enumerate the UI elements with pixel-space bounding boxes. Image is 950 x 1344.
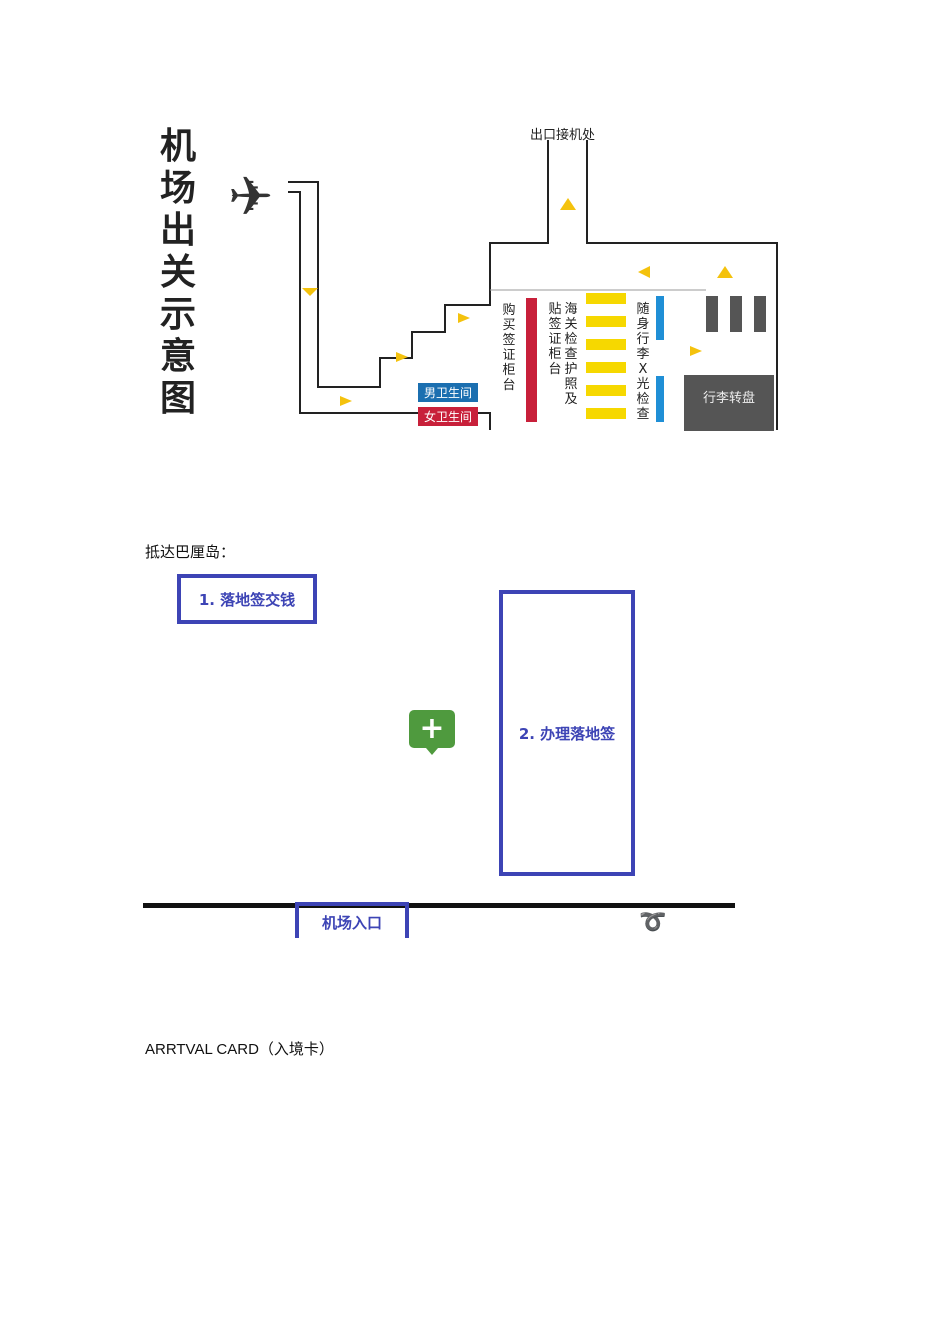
label-char: 海 bbox=[564, 302, 578, 317]
label-char: 证 bbox=[502, 348, 516, 363]
baggage-blocks bbox=[706, 296, 766, 332]
label-char: X bbox=[638, 362, 648, 377]
label-char: 李 bbox=[636, 347, 650, 362]
label-char: 台 bbox=[548, 362, 562, 377]
buy-visa-counter-label: 购 买 签 证 柜 台 bbox=[502, 303, 516, 393]
plus-location-icon: + bbox=[409, 710, 455, 755]
title-char: 机 bbox=[159, 126, 196, 167]
label-char: 证 bbox=[548, 332, 562, 347]
direction-arrows bbox=[302, 198, 733, 406]
ground-line bbox=[143, 903, 735, 908]
title-char: 示 bbox=[159, 294, 196, 335]
visa-counter-bar bbox=[526, 298, 537, 422]
label-char: 柜 bbox=[548, 347, 562, 362]
label-char: 签 bbox=[548, 317, 562, 332]
customs-passport-label: 海 关 检 查 护 照 及 bbox=[564, 302, 578, 407]
label-char: 台 bbox=[502, 378, 516, 393]
label-char: 及 bbox=[564, 392, 578, 407]
xray-bar-top bbox=[656, 296, 664, 340]
mens-restroom-label: 男卫生间 bbox=[418, 383, 479, 402]
label-char: 行 bbox=[636, 332, 650, 347]
label-char: 查 bbox=[564, 347, 578, 362]
visa-on-arrival-flow: 1. 落地签交钱 + 2. 办理落地签 机场入口 ➰ bbox=[143, 572, 735, 938]
label-char: 柜 bbox=[502, 363, 516, 378]
label-char: 检 bbox=[636, 392, 650, 407]
label-char: 签 bbox=[502, 333, 516, 348]
airport-exit-diagram: 机 场 出 关 示 意 图 ✈ bbox=[150, 120, 790, 435]
diagram-title: 机 场 出 关 示 意 图 bbox=[156, 126, 200, 420]
label-char: 检 bbox=[564, 332, 578, 347]
label-char: 关 bbox=[564, 317, 578, 332]
xray-bar-bottom bbox=[656, 376, 664, 422]
title-char: 意 bbox=[159, 336, 196, 377]
step2-box: 2. 办理落地签 bbox=[499, 590, 635, 876]
title-char: 图 bbox=[159, 378, 196, 419]
label-char: 身 bbox=[636, 317, 650, 332]
baggage-carousel: 行李转盘 bbox=[684, 375, 774, 431]
airport-entrance-box: 机场入口 bbox=[295, 902, 409, 938]
title-char: 关 bbox=[159, 252, 196, 293]
customs-desks bbox=[586, 293, 626, 419]
route-outline bbox=[288, 140, 778, 430]
arrival-card-heading: ARRTVAL CARD（入境卡） bbox=[145, 1041, 334, 1058]
stick-visa-counter-label: 贴 签 证 柜 台 bbox=[548, 302, 562, 377]
label-char: 随 bbox=[636, 302, 650, 317]
step1-box: 1. 落地签交钱 bbox=[177, 574, 317, 624]
label-char: 照 bbox=[564, 377, 578, 392]
arrival-heading: 抵达巴厘岛： bbox=[145, 543, 236, 561]
womens-restroom-label: 女卫生间 bbox=[418, 407, 479, 426]
label-char: 购 bbox=[502, 303, 516, 318]
label-char: 光 bbox=[636, 377, 650, 392]
label-char: 护 bbox=[564, 362, 578, 377]
watermark-logo-icon: ➰ bbox=[639, 910, 667, 935]
label-char: 查 bbox=[636, 407, 650, 422]
label-char: 买 bbox=[502, 318, 516, 333]
exit-pickup-label: 出口接机处 bbox=[530, 128, 596, 143]
label-char: 贴 bbox=[548, 302, 562, 317]
title-char: 出 bbox=[159, 210, 196, 251]
airplane-icon: ✈ bbox=[228, 165, 274, 228]
baggage-xray-label: 随 身 行 李 X 光 检 查 bbox=[636, 302, 650, 422]
title-char: 场 bbox=[159, 168, 196, 209]
